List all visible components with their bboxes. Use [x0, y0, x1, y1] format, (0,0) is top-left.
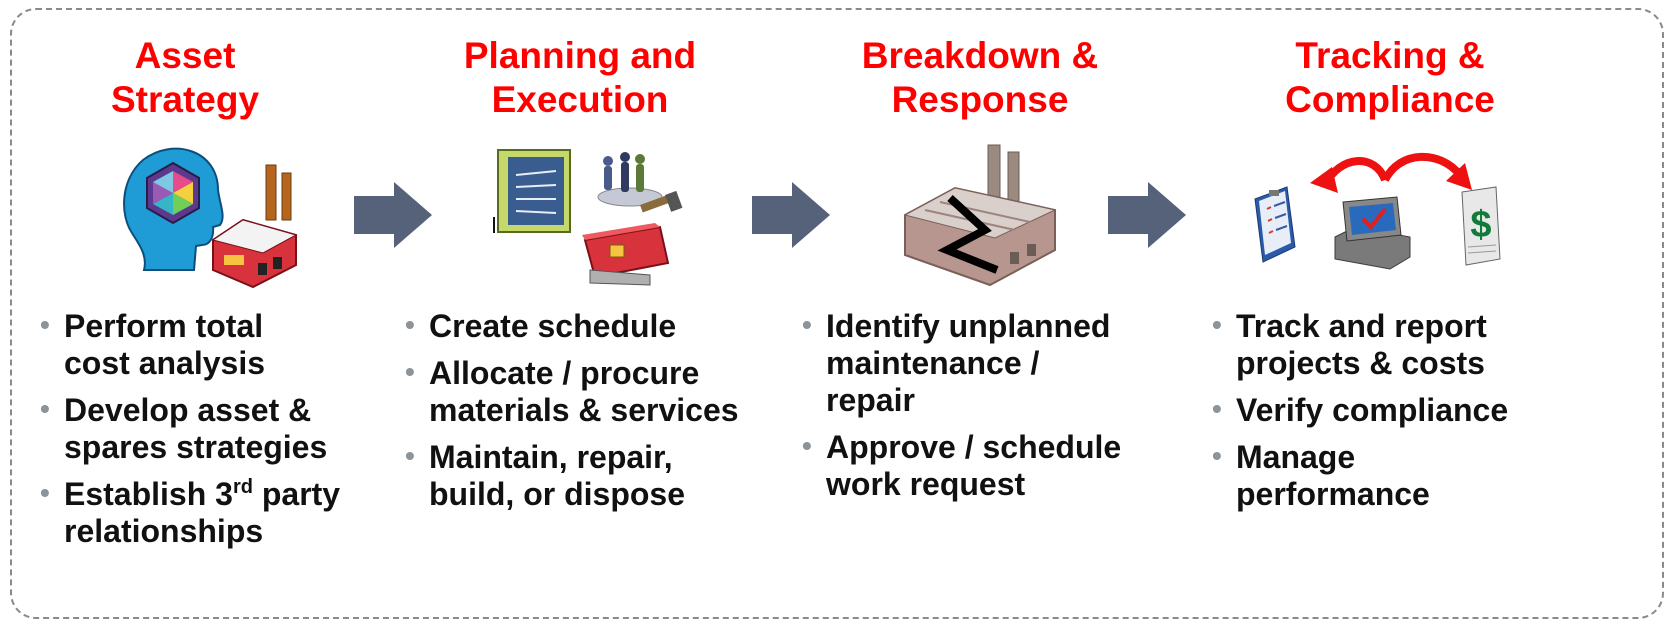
flow-arrow-icon: [1108, 182, 1186, 248]
bullet-item: Maintain, repair,build, or dispose: [405, 437, 780, 513]
tracking-computer-icon: $: [1254, 152, 1501, 270]
column-breakdown-response: Breakdown & Response Identify unplannedm…: [800, 0, 1160, 629]
title-line: Execution: [491, 79, 669, 120]
column-title: Planning and Execution: [410, 34, 750, 122]
bullet-item: Develop asset &spares strategies: [40, 390, 370, 466]
planning-tools-icon: [493, 149, 683, 286]
title-line: Asset: [134, 35, 236, 76]
title-line: Tracking &: [1295, 35, 1485, 76]
title-line: Response: [891, 79, 1069, 120]
dollar-sign-icon: $: [1470, 204, 1491, 246]
title-line: Planning and: [463, 35, 697, 76]
bullet-list: Create schedule Allocate / procuremateri…: [405, 306, 780, 523]
brain-factory-icon: [123, 147, 298, 289]
flow-arrow-icon: [354, 182, 432, 248]
bullet-item: Verify compliance: [1212, 390, 1552, 429]
title-line: Strategy: [110, 79, 260, 120]
column-tracking-compliance: Tracking & Compliance $ Track and report…: [1210, 0, 1650, 629]
diagram-frame: [10, 8, 1664, 619]
title-line: Compliance: [1285, 79, 1495, 120]
column-title: Asset Strategy: [60, 34, 310, 122]
flow-arrow-icon: [752, 182, 830, 248]
title-line: Breakdown &: [861, 35, 1099, 76]
bullet-item: Create schedule: [405, 306, 780, 345]
column-title: Breakdown & Response: [800, 34, 1160, 122]
broken-factory-icon: [903, 144, 1057, 287]
column-planning-execution: Planning and Execution Create schedule A…: [400, 0, 780, 629]
column-title: Tracking & Compliance: [1230, 34, 1550, 122]
